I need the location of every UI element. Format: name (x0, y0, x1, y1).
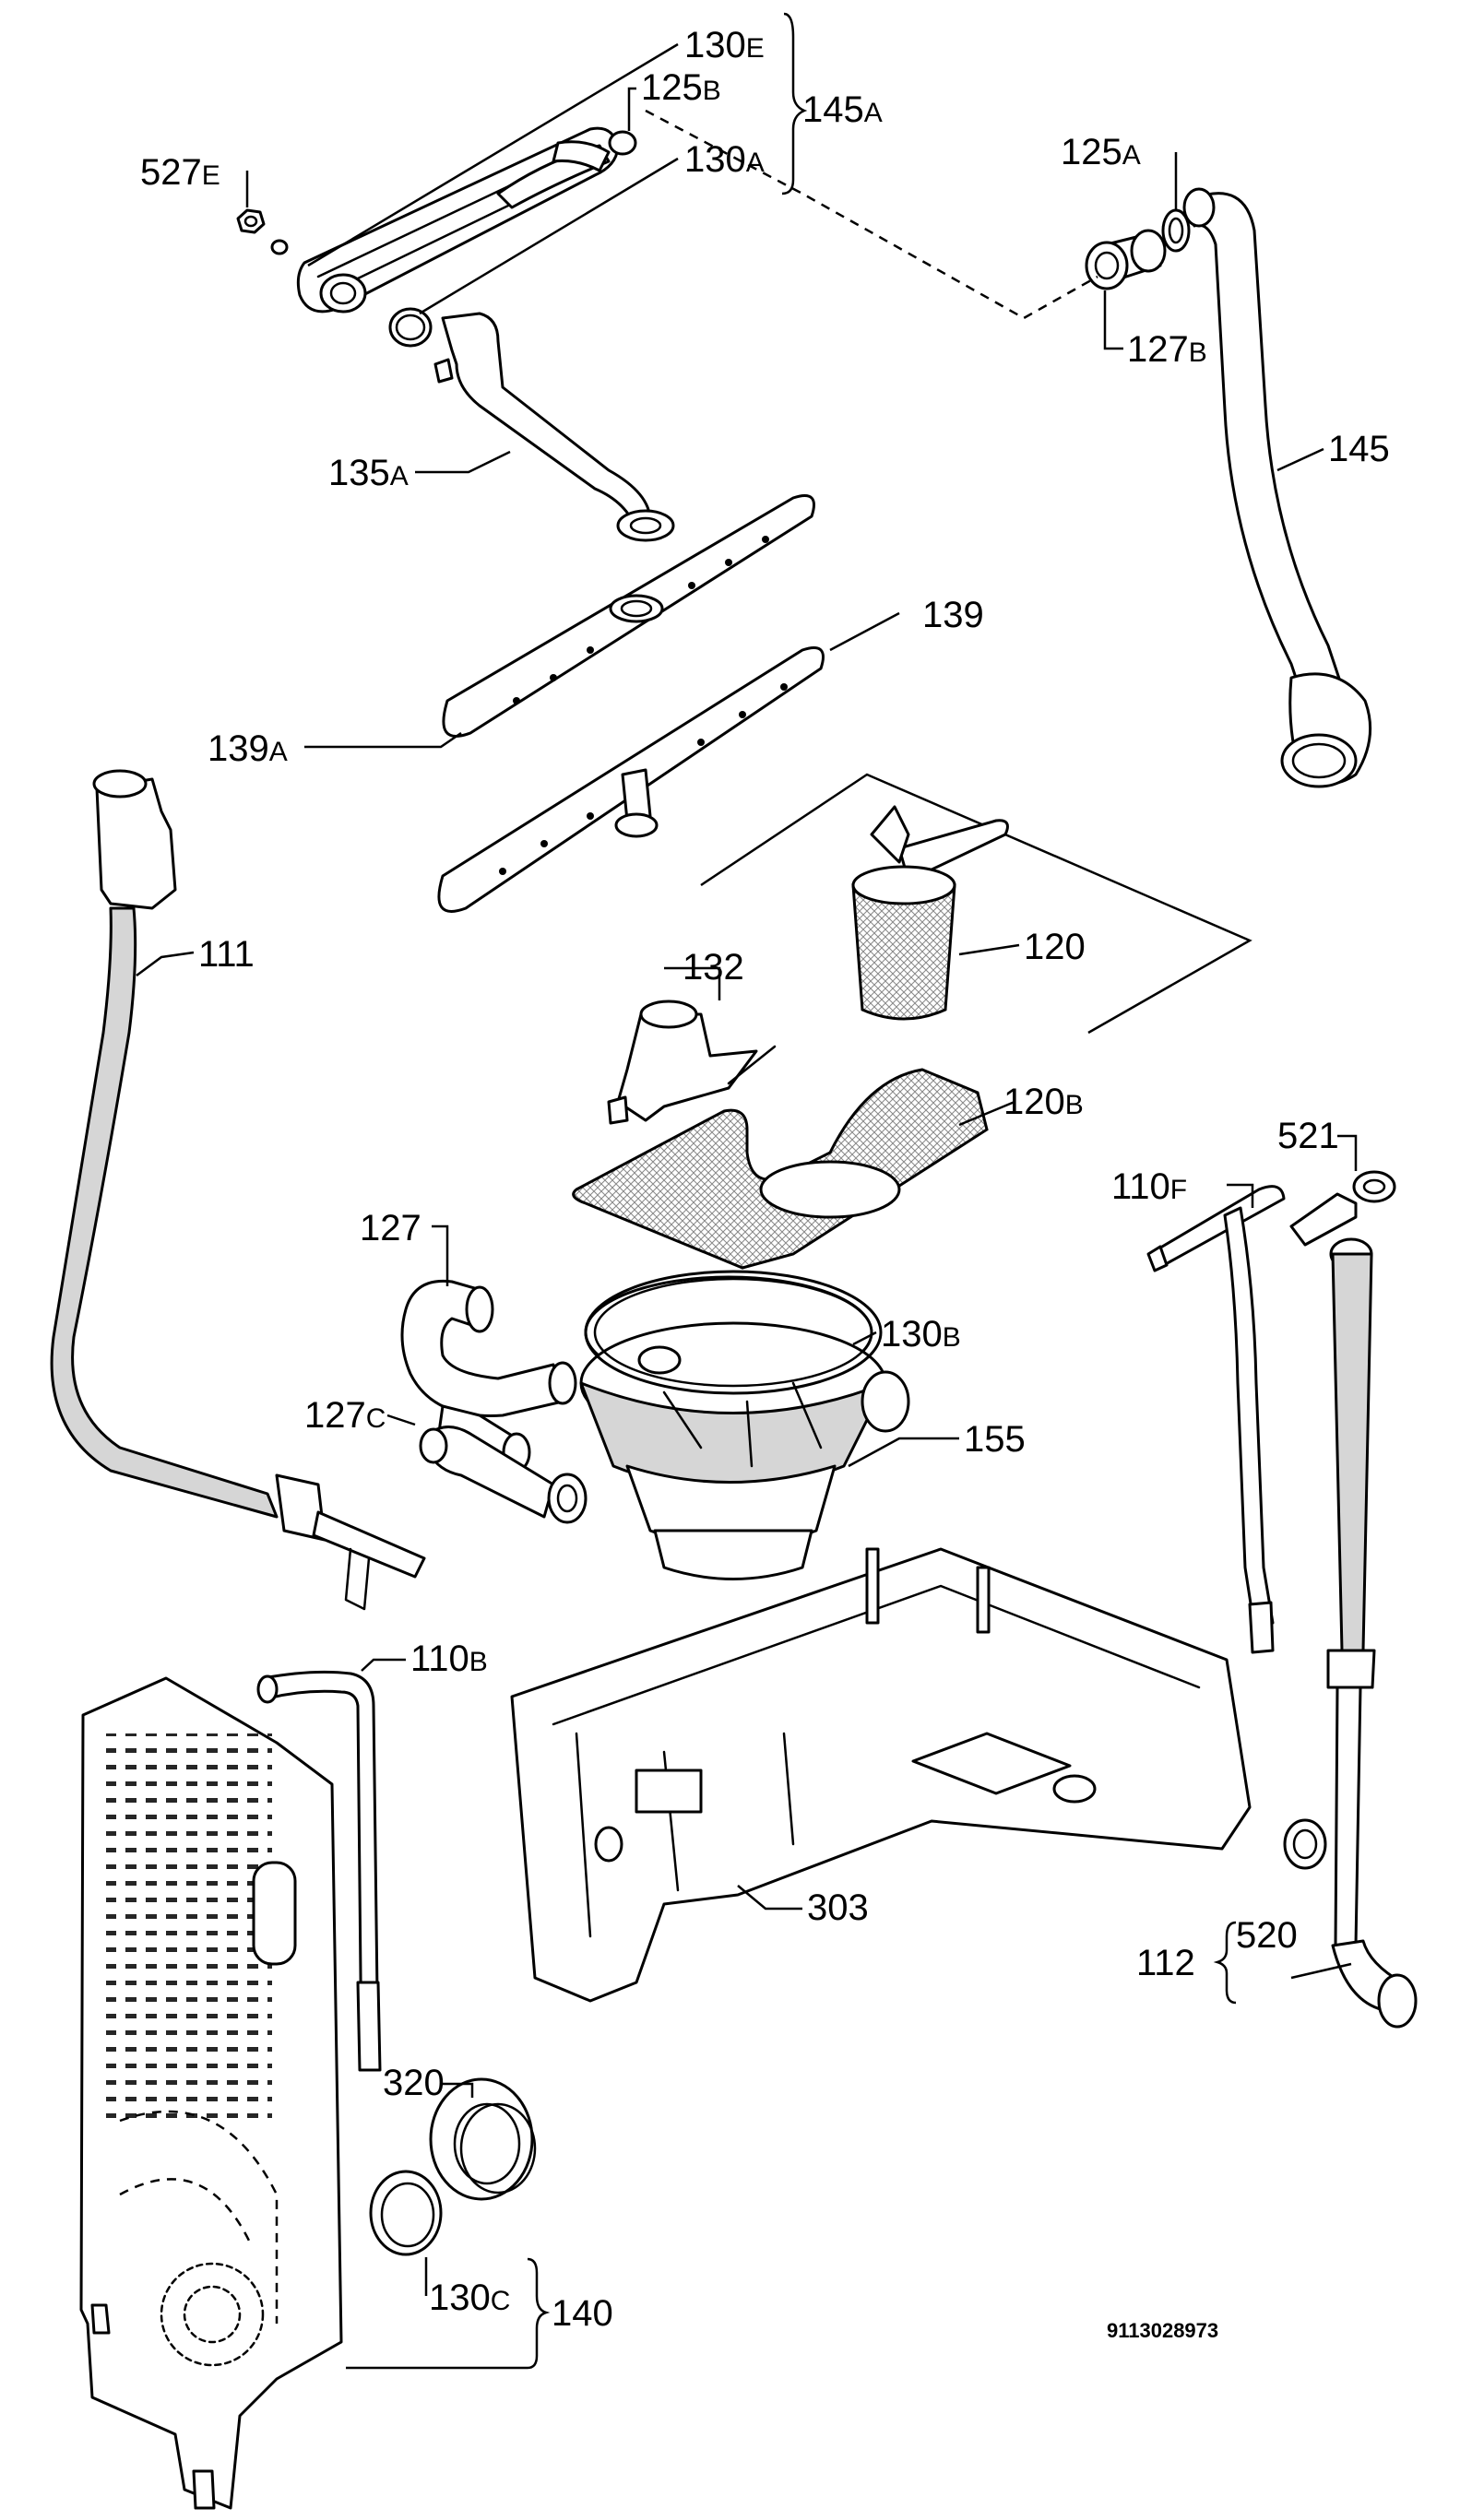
label-303: 303 (807, 1887, 869, 1928)
label-145: 145 (1328, 429, 1390, 469)
label-139: 139 (922, 595, 984, 635)
seal-320 (429, 2077, 537, 2201)
label-120: 120 (1024, 927, 1086, 967)
label-130c: 130C (429, 2277, 510, 2318)
nut-527e (236, 208, 289, 255)
spray-arm-139a (442, 494, 815, 738)
inlet-hose-111 (50, 769, 426, 1611)
drain-hose-112 (1326, 1237, 1418, 2029)
label-130e: 130E (684, 25, 765, 65)
label-527e: 527E (140, 152, 220, 193)
side-panel-140 (79, 1676, 343, 2510)
label-125a: 125A (1061, 132, 1141, 172)
hose-145 (1182, 187, 1372, 788)
label-130b: 130B (881, 1314, 961, 1355)
label-140: 140 (552, 2293, 613, 2334)
spray-arm-139 (437, 646, 825, 913)
drawing-number: 9113028973 (1107, 2319, 1218, 2342)
part-labels: 130E 125B 145A 130A 527E 125A 127B 145 1… (140, 25, 1390, 2342)
label-110b: 110B (410, 1639, 488, 1679)
clamp-520 (1283, 1818, 1327, 1870)
label-155: 155 (964, 1419, 1026, 1460)
label-125b: 125B (641, 67, 721, 108)
pipe-127c (419, 1426, 588, 1524)
ring-130c (369, 2170, 443, 2256)
filter-plate-120b (572, 1068, 989, 1270)
label-135a: 135A (328, 453, 409, 493)
label-521: 521 (1277, 1116, 1339, 1156)
label-320: 320 (383, 2063, 445, 2103)
label-145a: 145A (802, 89, 883, 130)
upper-spray-arm-assembly (296, 126, 637, 348)
connector-127b (1085, 229, 1167, 290)
base-303 (510, 1547, 1252, 2003)
gasket-130b (584, 1270, 883, 1395)
leader-lines (136, 12, 1358, 2370)
label-132: 132 (683, 947, 744, 988)
label-520: 520 (1236, 1915, 1298, 1956)
label-127: 127 (360, 1208, 421, 1248)
label-112: 112 (1136, 1943, 1195, 1983)
seal-ring-125b (608, 130, 637, 156)
sump-155 (579, 1275, 910, 1580)
pipe-110f (1146, 1185, 1286, 1654)
connection-dashed-line (645, 109, 1098, 320)
filter-120 (851, 805, 1009, 1021)
label-127b: 127B (1127, 329, 1207, 370)
supply-pipe-135a (433, 312, 675, 542)
label-110f: 110F (1111, 1166, 1187, 1207)
part-132 (607, 1000, 777, 1125)
label-111: 111 (198, 934, 255, 975)
pipe-110b (256, 1670, 382, 2072)
label-127c: 127C (304, 1395, 386, 1436)
label-139a: 139A (208, 728, 288, 769)
label-130a: 130A (684, 139, 765, 180)
label-120b: 120B (1003, 1082, 1084, 1122)
filter-area-outline (700, 773, 1252, 1035)
clip-521 (1289, 1170, 1396, 1247)
